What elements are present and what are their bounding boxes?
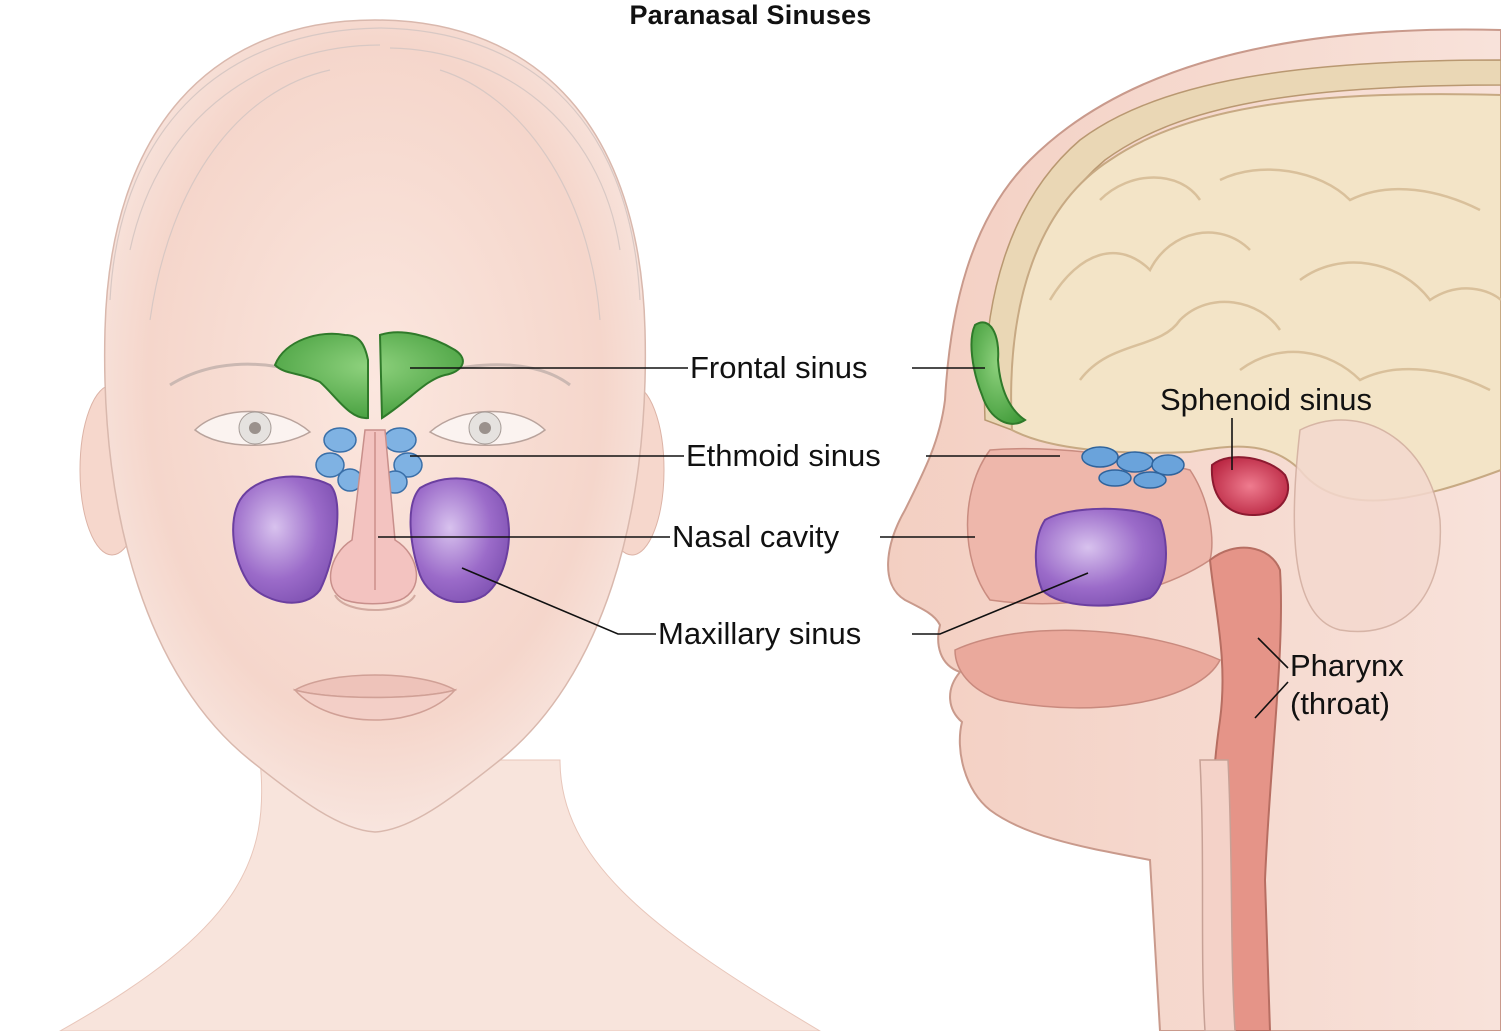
label-pharynx-throat: (throat) [1290, 688, 1390, 719]
label-ethmoid-sinus: Ethmoid sinus [686, 440, 881, 471]
side-view [888, 30, 1501, 1031]
label-nasal-cavity: Nasal cavity [672, 521, 839, 552]
label-frontal-sinus: Frontal sinus [690, 352, 867, 383]
maxillary-sinus-front-right [411, 478, 509, 602]
trachea [1200, 760, 1235, 1031]
diagram-title: Paranasal Sinuses [0, 0, 1501, 31]
maxillary-sinus-side [1036, 509, 1166, 606]
label-maxillary-sinus: Maxillary sinus [658, 618, 861, 649]
maxillary-sinus-front-left [233, 477, 337, 603]
label-sphenoid-sinus: Sphenoid sinus [1160, 384, 1372, 415]
label-pharynx: Pharynx [1290, 650, 1404, 681]
